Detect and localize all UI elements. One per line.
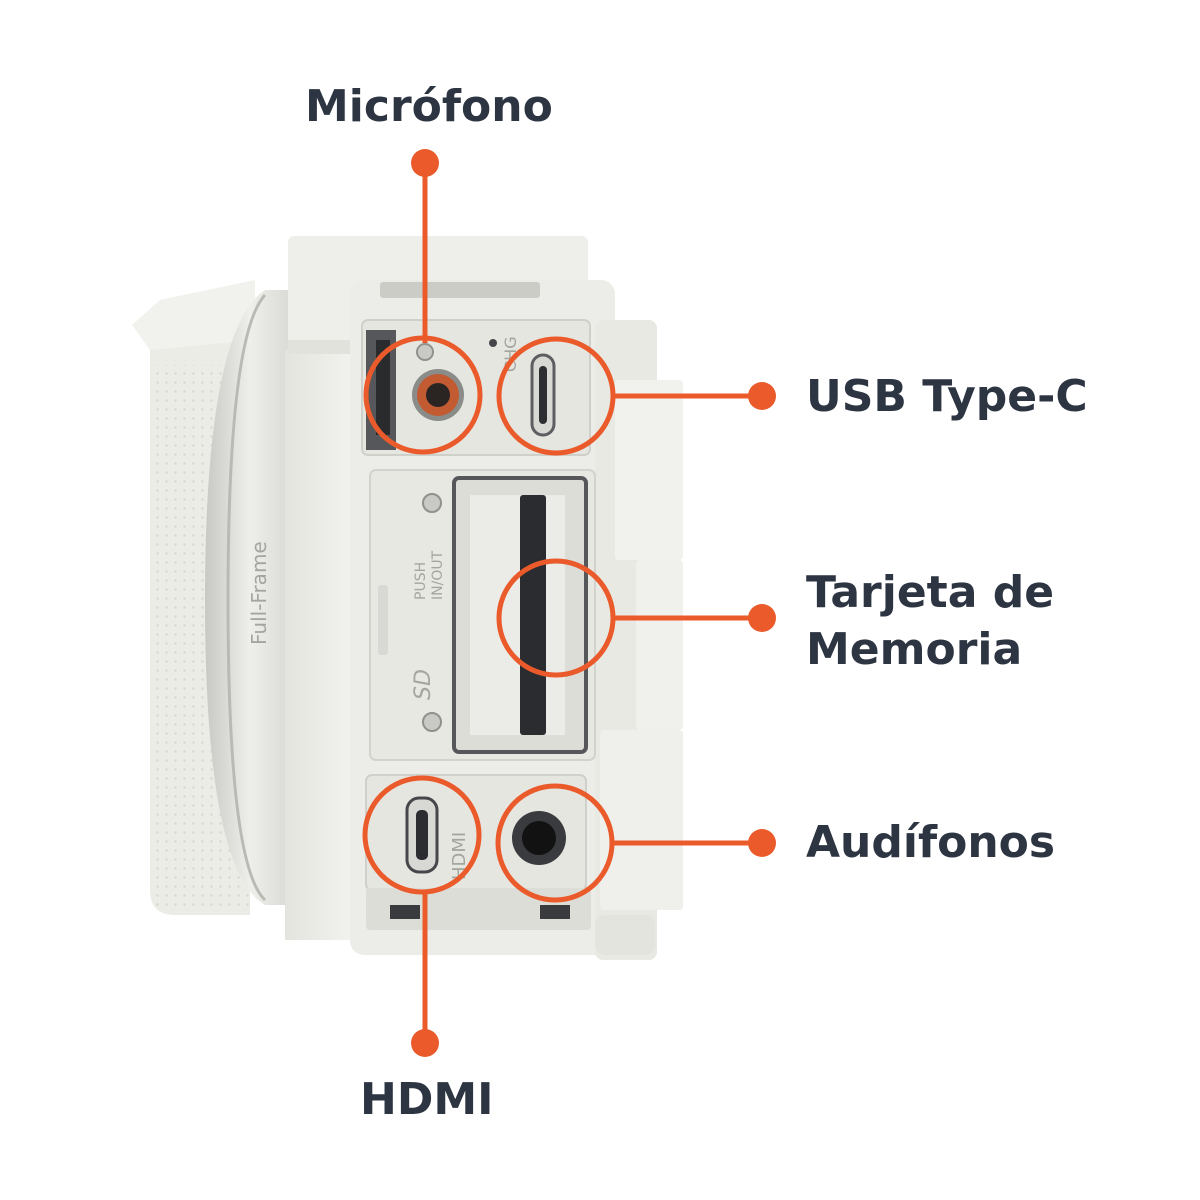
hdmi-marking: HDMI (449, 832, 470, 880)
callout-dot-hdmi (411, 1029, 439, 1057)
sd-marking: SD (411, 669, 436, 700)
callout-microphone (363, 163, 483, 455)
callout-dot-usb (748, 382, 776, 410)
callout-hdmi (362, 775, 482, 1043)
usb-c-port (530, 353, 556, 437)
label-hdmi: HDMI (360, 1074, 494, 1125)
full-frame-marking: Full-Frame (247, 541, 271, 645)
label-memory-card-line-1: Tarjeta de (806, 567, 1055, 618)
push-marking: PUSH (413, 562, 429, 600)
callout-dot-microphone (411, 149, 439, 177)
label-microphone: Micrófono (305, 81, 553, 132)
callout-memory-card (496, 558, 762, 678)
callout-dot-memory-card (748, 604, 776, 632)
memory-card-compartment: PUSH IN/OUT SD (369, 469, 596, 761)
label-memory-card-line-2: Memoria (806, 624, 1023, 675)
hdmi-port (405, 796, 439, 874)
label-headphones: Audífonos (806, 817, 1056, 868)
lens-mount-ring: Full-Frame (205, 290, 305, 905)
microphone-jack (412, 369, 464, 421)
callout-dot-headphones (748, 829, 776, 857)
headphone-jack (512, 811, 566, 865)
callout-headphones (495, 783, 762, 903)
callout-usb (496, 336, 762, 456)
label-memory-card: Tarjeta de Memoria (806, 564, 1054, 678)
in-out-marking: IN/OUT (430, 550, 446, 600)
label-usb-type-c: USB Type-C (806, 371, 1088, 422)
chg-marking: CHG (501, 336, 520, 372)
